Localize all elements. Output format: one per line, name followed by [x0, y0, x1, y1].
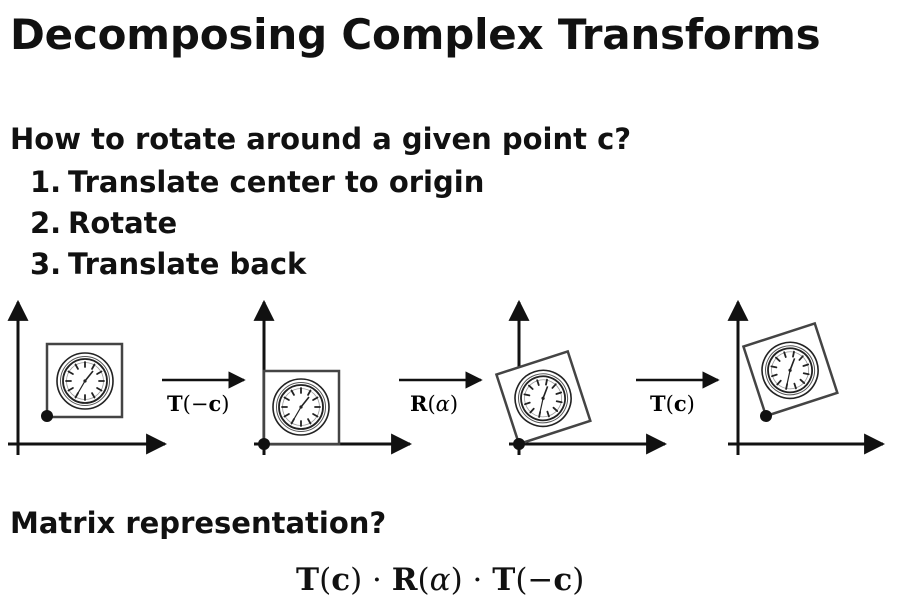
formula-arg: c [331, 562, 351, 598]
transform-label: T(−c) [167, 391, 229, 416]
formula-term: R [391, 562, 418, 598]
step-text: Translate back [68, 247, 307, 281]
formula-term: T [492, 562, 516, 598]
step-number: 3. [30, 247, 62, 281]
step-text: Translate center to origin [68, 165, 485, 199]
center-point [513, 438, 525, 450]
clock-image [272, 378, 330, 436]
formula-operator: · [472, 562, 483, 598]
formula-operator: · [372, 562, 382, 598]
question-text: How to rotate around a given point c? [10, 122, 632, 156]
transform-diagram: T(−c) R(α) T(c) [7, 299, 886, 455]
formula-term: T [296, 562, 320, 598]
formula-operator: − [527, 562, 554, 598]
transform-arrow-translate-back: T(c) [636, 371, 720, 416]
page-title: Decomposing Complex Transforms [10, 10, 821, 59]
formula-arg: α [429, 562, 451, 598]
center-point [41, 410, 53, 422]
panel-rotated [494, 299, 668, 455]
matrix-formula: T(c) · R(α) · T(−c) [296, 562, 585, 598]
step-item: 1.Translate center to origin [30, 164, 484, 205]
step-text: Rotate [68, 206, 178, 240]
transform-arrow-translate-neg: T(−c) [162, 371, 246, 416]
panel-final [727, 299, 886, 455]
panel-original [7, 299, 168, 455]
clock-image [56, 352, 114, 410]
step-item: 2.Rotate [30, 205, 484, 246]
steps-list: 1.Translate center to origin 2.Rotate 3.… [30, 164, 484, 287]
panel-translated [253, 299, 413, 455]
step-number: 2. [30, 206, 62, 240]
formula-arg: c [553, 562, 573, 598]
step-number: 1. [30, 165, 62, 199]
transform-label: R(α) [410, 391, 458, 416]
step-item: 3.Translate back [30, 246, 484, 287]
center-point [258, 438, 270, 450]
matrix-question: Matrix representation? [10, 506, 387, 540]
center-point [760, 410, 772, 422]
transform-label: T(c) [650, 391, 695, 416]
transform-arrow-rotate: R(α) [399, 371, 483, 416]
